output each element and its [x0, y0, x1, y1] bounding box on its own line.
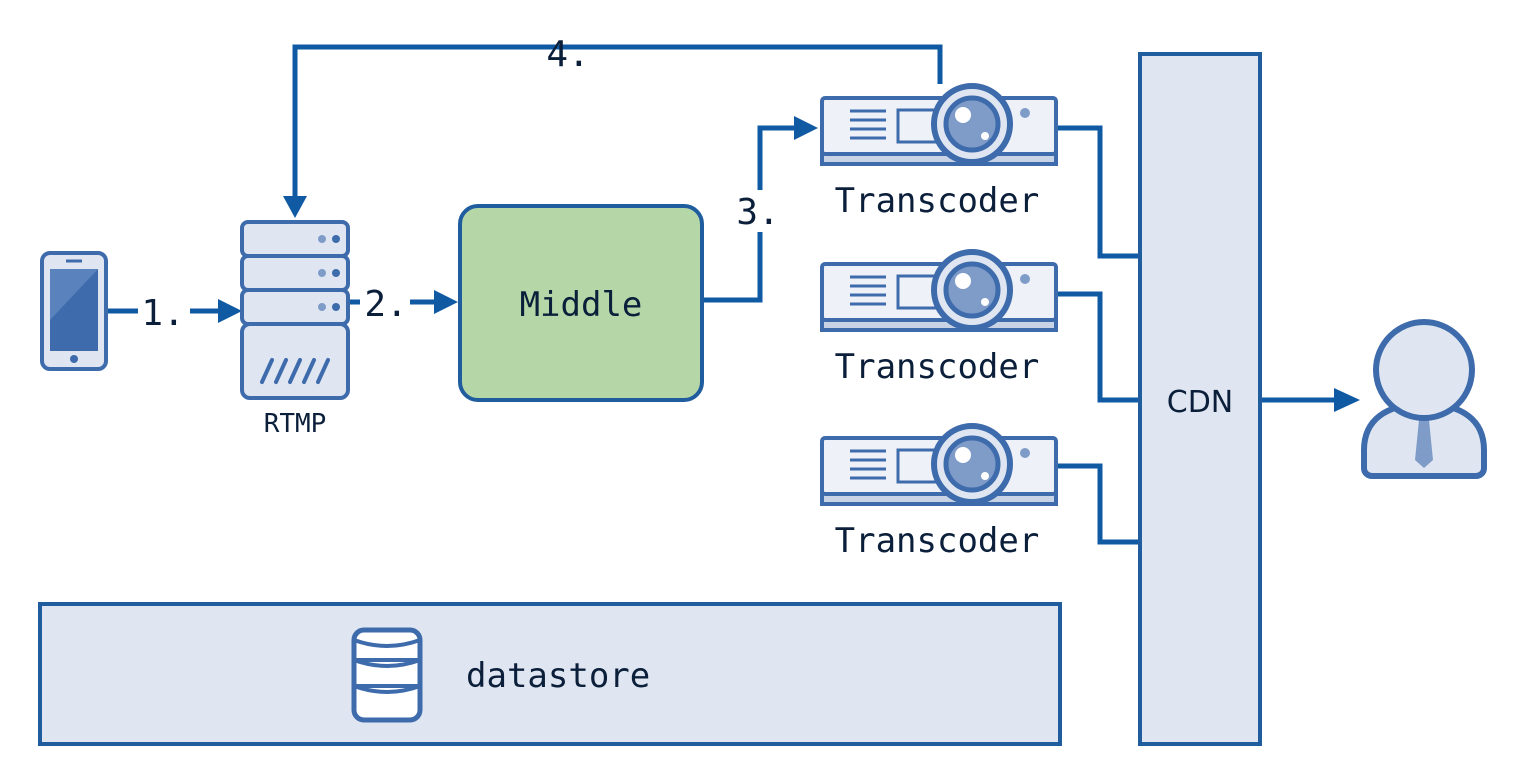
arrowhead-step2	[434, 290, 458, 314]
middle-label: Middle	[520, 285, 643, 325]
transcoder-1: Transcoder	[820, 83, 1058, 221]
step-labels: 4. 1. 2. 3.	[141, 34, 779, 334]
middle-box	[458, 204, 704, 402]
projector-icon	[820, 249, 1058, 332]
step4-label: 4.	[546, 34, 589, 75]
arrowhead-step4	[283, 196, 307, 218]
arrowhead-step3	[794, 116, 818, 140]
projector-icon	[820, 83, 1058, 166]
transcoder-2: Transcoder	[820, 249, 1058, 387]
cdn-label: CDN	[1167, 385, 1234, 420]
connector-step3	[704, 125, 800, 303]
user-icon	[1361, 319, 1487, 479]
arrowhead-cdn-user	[1334, 388, 1360, 412]
step1-label: 1.	[141, 293, 184, 334]
transcoder-label: Transcoder	[835, 347, 1040, 387]
transcoder-3: Transcoder	[820, 423, 1058, 561]
smartphone-icon	[40, 251, 108, 371]
step2-label: 2.	[364, 284, 407, 325]
transcoder-label: Transcoder	[835, 521, 1040, 561]
step3-label: 3.	[736, 192, 779, 233]
datastore-label: datastore	[466, 656, 650, 696]
connectors	[108, 44, 1360, 545]
arrowhead-step1	[218, 299, 242, 323]
connector-transcoder3-cdn	[1058, 463, 1140, 545]
cdn-box	[1138, 52, 1262, 746]
projector-icon	[820, 423, 1058, 506]
database-icon	[351, 627, 423, 723]
connector-transcoder1-cdn	[1058, 125, 1140, 259]
connector-transcoder2-cdn	[1058, 291, 1140, 403]
transcoder-label: Transcoder	[835, 181, 1040, 221]
connector-step4	[292, 44, 943, 205]
datastore-box	[38, 602, 1062, 746]
server-icon	[240, 220, 350, 400]
rtmp-label: RTMP	[264, 409, 327, 439]
